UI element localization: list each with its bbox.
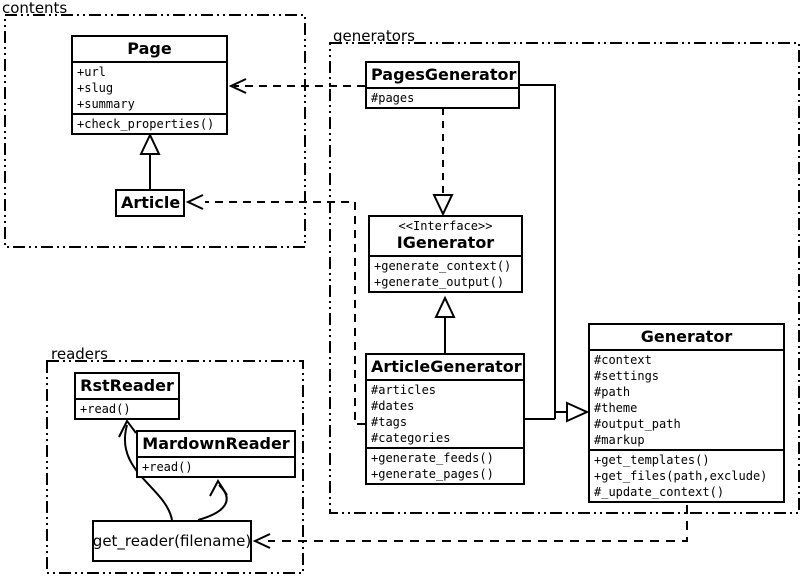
class-pagesgenerator-attributes: #pages — [367, 87, 518, 107]
class-igenerator-stereotype: <<Interface>> — [398, 219, 493, 233]
class-page: Page +url +slug +summary +check_properties… — [71, 35, 228, 135]
class-page-attributes: +url +slug +summary — [73, 61, 226, 113]
member-row: #_update_context() — [594, 485, 725, 499]
member-row: #tags — [371, 415, 408, 429]
member-row: +url — [77, 65, 106, 79]
class-generator-attributes: #context #settings #path #theme #output_path… — [590, 349, 783, 449]
class-page-methods: +check_properties() — [73, 113, 226, 133]
inheritance-arrow-article-to-page — [139, 132, 161, 189]
package-label-generators: generators — [333, 27, 415, 45]
inheritance-arrow-generators-to-generator — [520, 84, 590, 423]
function-box-get-reader: get_reader(filename) — [92, 520, 252, 562]
class-page-title: Page — [127, 39, 172, 58]
package-frame-generators — [329, 42, 800, 514]
class-generator-methods: +get_templates() +get_files(path,exclude)… — [590, 449, 783, 501]
class-article: Article — [115, 189, 185, 217]
member-row: +generate_output() — [374, 275, 505, 289]
member-row: +read() — [80, 402, 131, 416]
member-row: +get_templates() — [594, 453, 710, 467]
member-row: +check_properties() — [77, 117, 215, 131]
dependency-arrow-articlegenerator-to-article — [185, 194, 365, 425]
class-mardownreader-title: MardownReader — [142, 434, 290, 453]
class-article-title: Article — [121, 193, 181, 212]
member-row: #settings — [594, 369, 660, 383]
member-row: +generate_feeds() — [371, 451, 494, 465]
class-articlegenerator-attributes: #articles #dates #tags #categories — [367, 379, 523, 447]
package-label-contents: contents — [2, 0, 68, 17]
member-row: #output_path — [594, 417, 681, 431]
class-rstreader: RstReader +read() — [74, 372, 180, 420]
member-row: #theme — [594, 401, 638, 415]
class-pagesgenerator: PagesGenerator #pages — [365, 61, 520, 109]
class-generator: Generator #context #settings #path #theme #o… — [588, 323, 785, 503]
package-frame-readers — [46, 360, 304, 574]
class-mardownreader-methods: +read() — [138, 456, 294, 476]
member-row: #path — [594, 385, 631, 399]
member-row: +generate_pages() — [371, 467, 494, 481]
realization-arrow-pagesgenerator-to-igenerator — [432, 108, 454, 217]
member-row: #markup — [594, 433, 645, 447]
member-row: #pages — [371, 91, 415, 105]
class-rstreader-methods: +read() — [76, 398, 178, 418]
member-row: +summary — [77, 97, 135, 111]
dependency-arrow-generator-to-getreader — [252, 505, 688, 549]
class-igenerator-title: IGenerator — [396, 233, 495, 252]
class-mardownreader: MardownReader +read() — [136, 430, 296, 478]
function-box-get-reader-label: get_reader(filename) — [92, 532, 252, 550]
inheritance-arrow-articlegenerator-to-igenerator — [434, 295, 456, 353]
class-articlegenerator-title: ArticleGenerator — [371, 357, 522, 376]
member-row: #context — [594, 353, 652, 367]
class-generator-title: Generator — [640, 327, 733, 346]
member-row: +read() — [142, 460, 193, 474]
package-frame-contents — [4, 14, 306, 248]
class-igenerator-methods: +generate_context() +generate_output() — [370, 255, 521, 291]
arrow-getreader-to-mardownreader — [197, 479, 228, 521]
class-articlegenerator-methods: +generate_feeds() +generate_pages() — [367, 447, 523, 483]
class-articlegenerator: ArticleGenerator #articles #dates #tags #ca… — [365, 353, 525, 485]
member-row: #articles — [371, 383, 437, 397]
class-igenerator-header: <<Interface>> IGenerator — [370, 217, 521, 255]
class-igenerator: <<Interface>> IGenerator +generate_conte… — [368, 215, 523, 293]
class-rstreader-title: RstReader — [80, 376, 174, 395]
member-row: +slug — [77, 81, 114, 95]
member-row: #categories — [371, 431, 451, 445]
dependency-arrow-pagesgenerator-to-page — [228, 78, 365, 94]
member-row: #dates — [371, 399, 415, 413]
class-pagesgenerator-title: PagesGenerator — [371, 65, 517, 84]
package-label-readers: readers — [51, 345, 108, 363]
member-row: +get_files(path,exclude) — [594, 469, 768, 483]
member-row: +generate_context() — [374, 259, 512, 273]
